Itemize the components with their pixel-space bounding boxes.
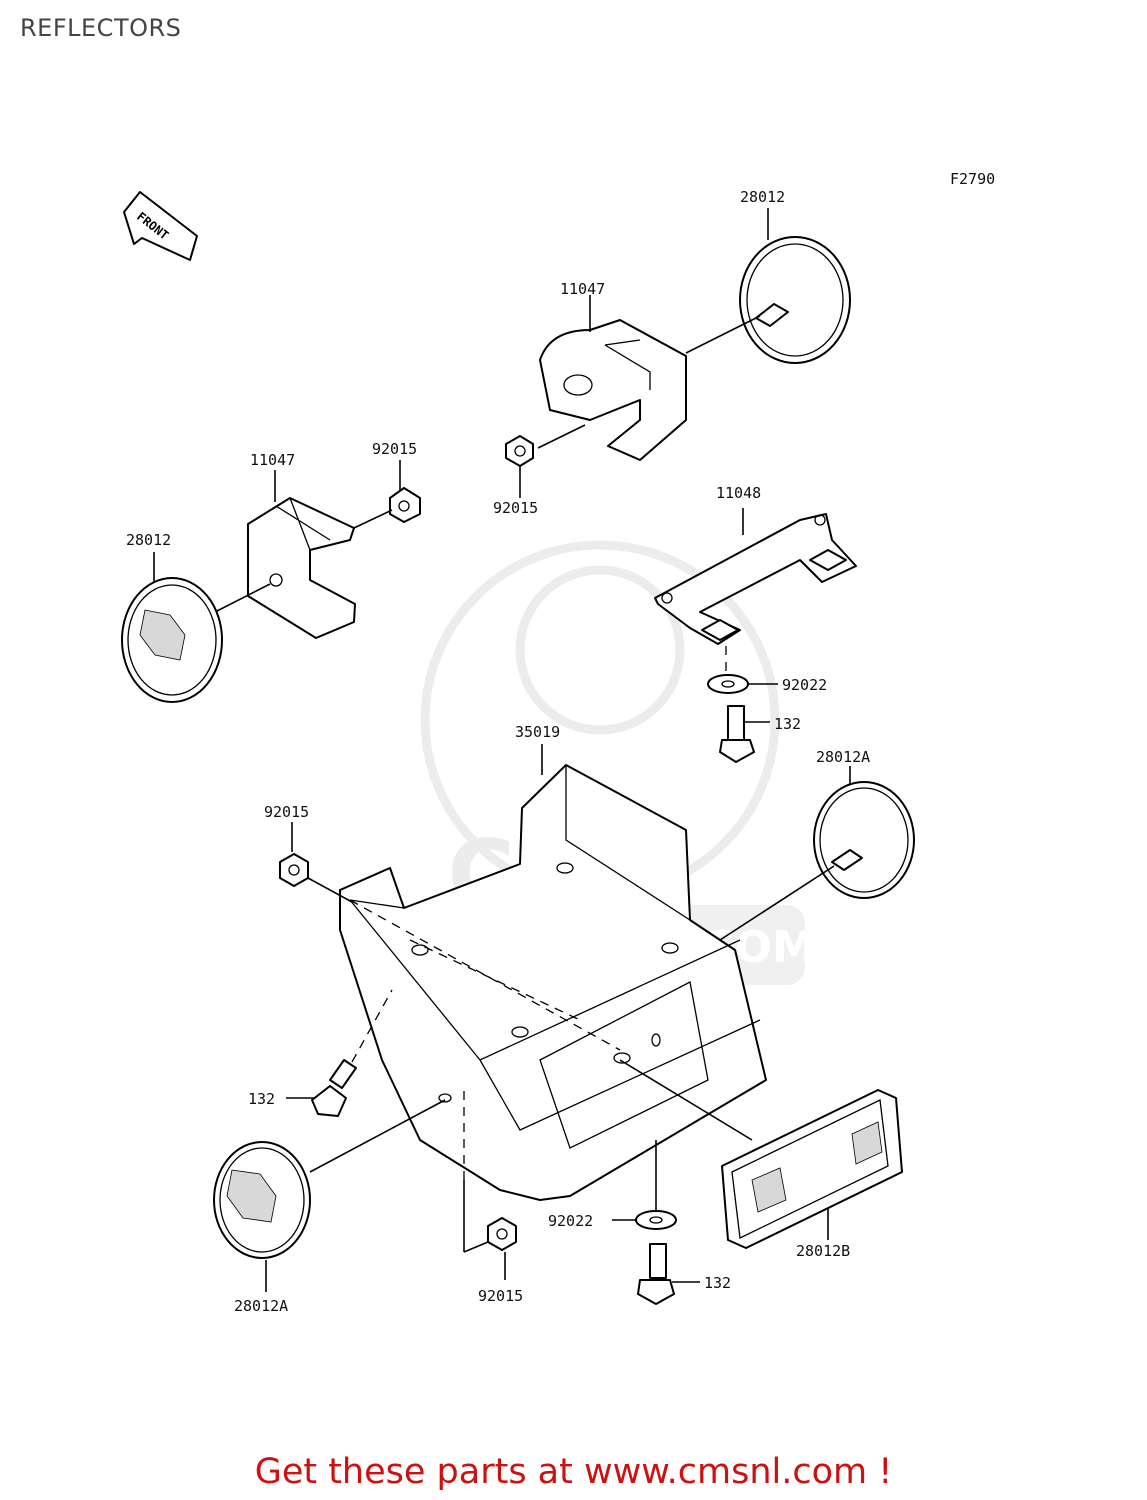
nut-mid-left bbox=[279, 822, 353, 903]
front-arrow-icon: FRONT bbox=[123, 191, 198, 261]
bolt-lower bbox=[637, 1243, 700, 1305]
holder-body bbox=[339, 744, 767, 1201]
label-holder: 35019 bbox=[515, 723, 560, 741]
reflector-bottom-left bbox=[213, 1099, 446, 1292]
bracket-left bbox=[214, 470, 356, 639]
figure-code: F2790 bbox=[950, 170, 995, 188]
reflector-left bbox=[121, 552, 223, 703]
reflector-rear bbox=[619, 1059, 903, 1249]
label-bolt-lower: 132 bbox=[704, 1274, 731, 1292]
washer-upper bbox=[707, 646, 778, 694]
reflector-top-right bbox=[685, 208, 851, 364]
label-reflector-rear: 28012B bbox=[796, 1242, 850, 1260]
reflector-right bbox=[719, 766, 915, 941]
label-washer-lower: 92022 bbox=[548, 1212, 593, 1230]
label-bolt-upper: 132 bbox=[774, 715, 801, 733]
nut-top bbox=[505, 435, 534, 498]
label-nut-mid-left: 92015 bbox=[264, 803, 309, 821]
label-bracket-top: 11047 bbox=[560, 280, 605, 298]
label-reflector-top-right: 28012 bbox=[740, 188, 785, 206]
label-reflector-right: 28012A bbox=[816, 748, 870, 766]
label-reflector-bottom-left: 28012A bbox=[234, 1297, 288, 1315]
label-nut-top: 92015 bbox=[493, 499, 538, 517]
label-bolt-left: 132 bbox=[248, 1090, 275, 1108]
label-bracket-plate: 11048 bbox=[716, 484, 761, 502]
parts-diagram: CMS WWW.CMSNL.COM F2790 FRONT 28012 1104… bbox=[121, 170, 995, 1315]
footer-link[interactable]: Get these parts at www.cmsnl.com ! bbox=[254, 1452, 893, 1492]
bolt-upper bbox=[719, 705, 770, 763]
bracket-plate bbox=[654, 508, 857, 645]
bolt-left bbox=[286, 989, 393, 1117]
washer-lower bbox=[612, 1140, 677, 1230]
label-nut-left: 92015 bbox=[372, 440, 417, 458]
label-nut-bottom: 92015 bbox=[478, 1287, 523, 1305]
label-bracket-left: 11047 bbox=[250, 451, 295, 469]
nut-left bbox=[353, 460, 421, 529]
nut-bottom bbox=[463, 1088, 517, 1280]
bracket-top bbox=[537, 295, 687, 461]
page-title: REFLECTORS bbox=[20, 14, 182, 42]
label-washer-upper: 92022 bbox=[782, 676, 827, 694]
label-reflector-left: 28012 bbox=[126, 531, 171, 549]
